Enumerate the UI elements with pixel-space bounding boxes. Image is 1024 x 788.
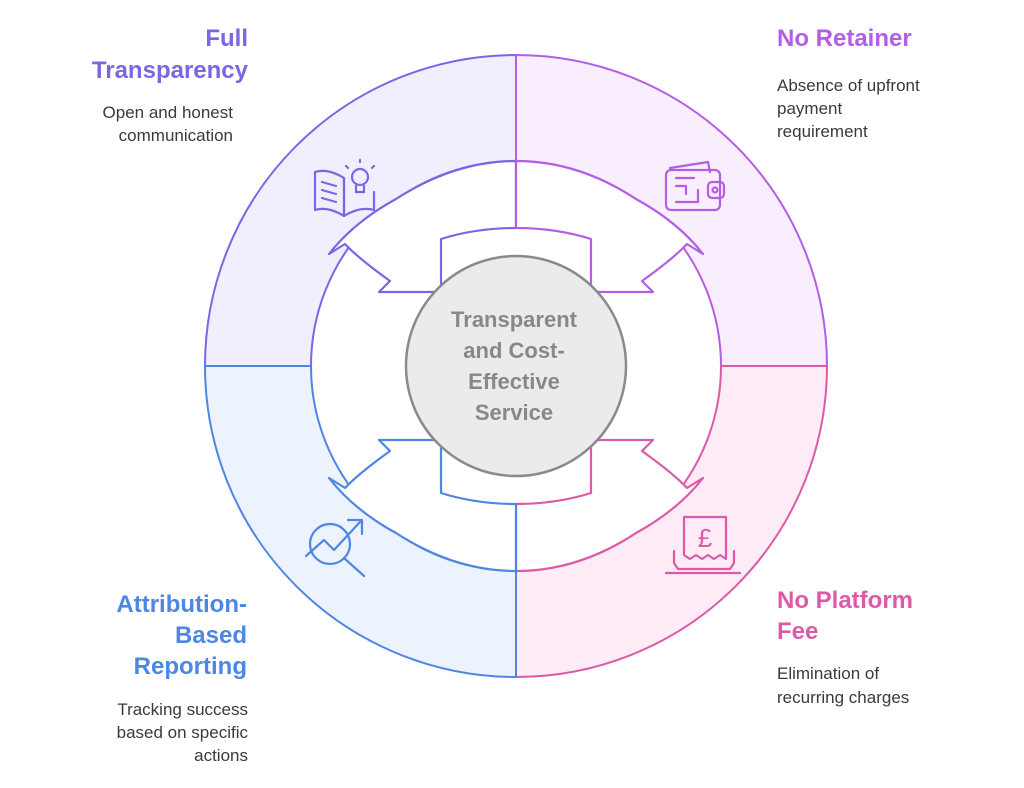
wallet-icon <box>664 160 726 212</box>
desc-attribution-line-2: based on specific <box>117 723 249 742</box>
book-lightbulb-icon <box>313 158 376 218</box>
title-no-retainer: No Retainer <box>777 25 912 52</box>
title-full-transparency-line-1: Full <box>205 25 248 52</box>
arrow-visible-transparency <box>327 159 518 294</box>
arrow-visible-attribution <box>327 438 518 573</box>
label-attribution-based-reporting: Attribution- Based Reporting Tracking su… <box>116 591 248 765</box>
hub-line-1: Transparent <box>451 307 578 332</box>
desc-no-retainer-line-3: requirement <box>777 122 868 141</box>
title-full-transparency-line-2: Transparency <box>92 57 249 84</box>
chart-magnifier-icon <box>304 518 366 578</box>
hub-line-3: Effective <box>468 369 560 394</box>
quadrant-full-transparency <box>203 53 517 367</box>
desc-attribution-line-1: Tracking success <box>117 700 248 719</box>
pound-symbol: £ <box>698 523 713 553</box>
title-attribution-line-1: Attribution- <box>116 591 247 618</box>
pound-receipt-icon: £ <box>664 515 742 575</box>
arrow-visible-platform-fee <box>514 438 705 573</box>
desc-no-platform-fee-line-2: recurring charges <box>777 688 909 707</box>
desc-attribution-line-3: actions <box>194 746 248 765</box>
hub-line-4: Service <box>475 400 553 425</box>
hub-circle <box>404 254 628 478</box>
desc-full-transparency-line-1: Open and honest <box>103 103 234 122</box>
desc-full-transparency-line-2: communication <box>119 126 233 145</box>
title-attribution-line-3: Reporting <box>134 653 247 680</box>
desc-no-retainer-line-2: payment <box>777 99 842 118</box>
title-attribution-line-2: Based <box>175 622 247 649</box>
desc-no-platform-fee-line-1: Elimination of <box>777 664 879 683</box>
arrow-visible-retainer <box>514 159 705 294</box>
label-full-transparency: Full Transparency Open and honest commun… <box>92 25 249 145</box>
quadrant-no-platform-fee <box>515 365 829 679</box>
title-no-platform-fee-line-2: Fee <box>777 618 818 645</box>
visible-arrows <box>327 159 705 573</box>
label-no-platform-fee: No Platform Fee Elimination of recurring… <box>777 587 913 707</box>
label-no-retainer: No Retainer Absence of upfront payment r… <box>777 25 920 141</box>
desc-no-retainer-line-1: Absence of upfront <box>777 76 920 95</box>
hub-label: Transparent and Cost- Effective Service <box>451 307 578 425</box>
hub-line-2: and Cost- <box>463 338 564 363</box>
title-no-platform-fee-line-1: No Platform <box>777 587 913 614</box>
